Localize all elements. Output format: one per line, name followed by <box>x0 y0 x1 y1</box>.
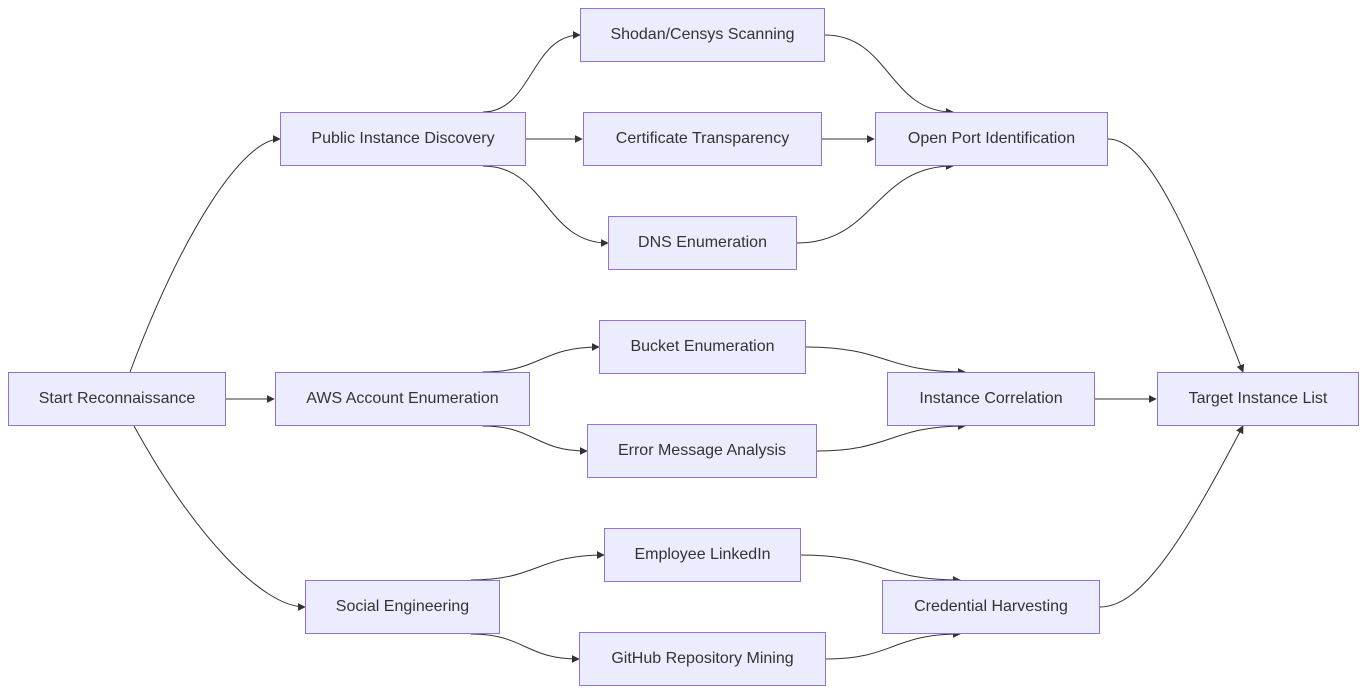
edge-social-to-github <box>470 633 580 663</box>
node-start-reconnaissance: Start Reconnaissance <box>8 372 226 426</box>
node-bucket-enumeration: Bucket Enumeration <box>599 320 806 374</box>
node-social-engineering: Social Engineering <box>305 580 500 634</box>
node-target-instance-list: Target Instance List <box>1157 372 1359 426</box>
node-error-message-analysis: Error Message Analysis <box>587 424 817 478</box>
edge-openport-to-target <box>1107 138 1245 373</box>
node-dns-enumeration: DNS Enumeration <box>608 216 797 270</box>
edge-public-to-dns <box>482 165 609 247</box>
node-certificate-transparency: Certificate Transparency <box>583 112 822 166</box>
node-public-instance-discovery: Public Instance Discovery <box>280 112 526 166</box>
edge-aws-to-bucket <box>482 343 600 373</box>
node-github-repository-mining: GitHub Repository Mining <box>579 632 826 686</box>
edge-error-to-correlation <box>816 422 966 452</box>
node-aws-account-enumeration: AWS Account Enumeration <box>275 372 530 426</box>
edge-social-to-linkedin <box>470 551 605 581</box>
edge-start-to-social <box>133 425 306 611</box>
edge-shodan-to-openport <box>824 34 954 116</box>
edge-bucket-to-correlation <box>805 346 966 376</box>
node-credential-harvesting: Credential Harvesting <box>882 580 1100 634</box>
node-shodan-censys-scanning: Shodan/Censys Scanning <box>580 8 825 62</box>
edge-credential-to-target <box>1099 425 1244 608</box>
node-instance-correlation: Instance Correlation <box>887 372 1095 426</box>
node-open-port-identification: Open Port Identification <box>875 112 1108 166</box>
edge-linkedin-to-credential <box>800 554 961 584</box>
node-employee-linkedin: Employee LinkedIn <box>604 528 801 582</box>
edge-start-to-public <box>129 135 281 373</box>
edge-dns-to-openport <box>796 162 954 244</box>
edge-github-to-credential <box>825 630 961 660</box>
edge-aws-to-error <box>482 425 588 455</box>
edge-public-to-shodan <box>482 31 581 113</box>
